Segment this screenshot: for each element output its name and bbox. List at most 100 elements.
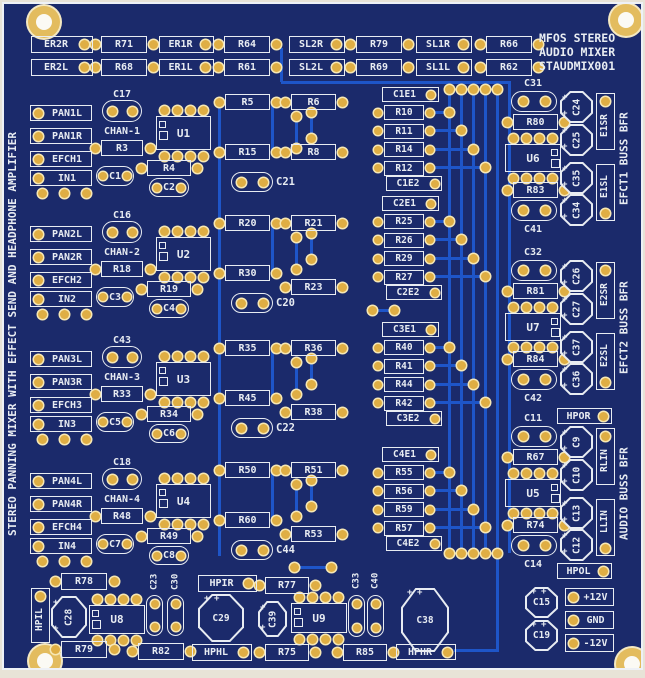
resistor-R44: R44 xyxy=(384,377,424,392)
pad xyxy=(475,63,485,72)
trace xyxy=(271,470,274,520)
ic-pad xyxy=(307,592,317,602)
capacitor-C8: C8 xyxy=(149,546,189,565)
resistor-R36: R36 xyxy=(291,340,336,356)
capacitor-C14 xyxy=(511,535,557,556)
connector-pad xyxy=(601,431,610,441)
pad xyxy=(326,562,336,572)
connector-pad xyxy=(601,377,610,387)
resistor-R18: R18 xyxy=(101,261,143,277)
pad xyxy=(568,592,578,602)
trace xyxy=(431,345,449,349)
connector-HPOL: HPOL xyxy=(557,563,612,579)
pad xyxy=(456,84,466,94)
ic-pad xyxy=(198,272,208,282)
trace xyxy=(495,89,499,650)
capacitor-C10: C10 xyxy=(571,466,582,484)
pad xyxy=(337,282,347,292)
pad xyxy=(307,475,316,485)
connector-HPIL xyxy=(31,588,50,643)
label-C33: C33 xyxy=(351,572,362,590)
ic-pad xyxy=(172,105,182,115)
pad xyxy=(307,228,316,238)
plus-mark: + xyxy=(562,333,568,343)
pad xyxy=(559,354,569,364)
pin1-mark xyxy=(158,252,168,261)
pad xyxy=(213,63,223,72)
ic-pad xyxy=(159,105,169,115)
connector-pad xyxy=(601,543,610,553)
ic-U9: U9 xyxy=(291,603,347,633)
capacitor-C1: C1 xyxy=(96,166,134,186)
trace xyxy=(310,112,313,138)
pad xyxy=(280,282,290,292)
pad xyxy=(33,541,43,551)
pad xyxy=(90,40,100,49)
capacitor-C12: C12 xyxy=(571,536,582,554)
label-C42: C42 xyxy=(523,392,543,404)
connector-C4E2: C4E2 xyxy=(386,536,442,551)
pad xyxy=(271,268,281,278)
capacitor-C3: C3 xyxy=(96,287,134,307)
capacitor-C10 xyxy=(562,461,591,489)
resistor-R40: R40 xyxy=(384,340,424,355)
capacitor-C31 xyxy=(511,91,557,112)
capacitor-C30 xyxy=(167,595,184,636)
resistor-R62: R62 xyxy=(486,59,532,76)
mounting-hole xyxy=(618,12,634,28)
pad xyxy=(214,343,224,353)
pad xyxy=(271,343,281,353)
capacitor-C22 xyxy=(231,418,273,438)
ic-pad xyxy=(508,133,518,143)
mounting-hole xyxy=(36,14,52,30)
pad xyxy=(59,309,69,319)
pad xyxy=(307,133,316,143)
capacitor-C18 xyxy=(102,468,142,490)
pad xyxy=(280,343,290,353)
mounting-hole xyxy=(624,656,640,668)
pad xyxy=(37,556,47,566)
pad xyxy=(280,218,290,228)
resistor-R27: R27 xyxy=(384,269,424,285)
plus-mark: + xyxy=(562,180,568,190)
trace xyxy=(431,507,473,511)
label-C23: C23 xyxy=(149,573,160,591)
label-C32: C32 xyxy=(523,246,543,258)
pad xyxy=(374,468,382,477)
pad xyxy=(559,520,569,530)
capacitor-C19 xyxy=(527,622,556,649)
pad xyxy=(502,185,512,195)
plus-mark: + xyxy=(562,109,568,119)
label-C20: C20 xyxy=(276,297,295,309)
capacitor-C12 xyxy=(562,531,591,559)
label-C22: C22 xyxy=(276,422,295,434)
trace xyxy=(471,89,475,553)
pad xyxy=(200,40,210,49)
label-C18: C18 xyxy=(112,456,132,468)
plus-mark: + xyxy=(541,620,547,630)
capacitor-C6: C6 xyxy=(149,424,189,443)
ic-U2: U2 xyxy=(156,237,211,271)
trace xyxy=(431,238,461,241)
capacitor-C4: C4 xyxy=(149,299,189,318)
ic-pad xyxy=(534,173,544,183)
resistor-R14: R14 xyxy=(384,142,424,157)
channel-label: CHAN-1 xyxy=(103,126,141,137)
pad xyxy=(254,581,264,590)
connector-PAN2L: PAN2L xyxy=(30,226,92,242)
pad xyxy=(403,40,413,49)
resistor-R45: R45 xyxy=(225,390,270,406)
resistor-R77: R77 xyxy=(265,577,309,594)
plus-mark: + xyxy=(562,547,568,557)
plus-mark: + xyxy=(562,142,568,152)
capacitor-C9 xyxy=(562,428,591,456)
pad xyxy=(374,362,382,370)
pad xyxy=(192,409,202,419)
resistor-R68: R68 xyxy=(101,59,147,76)
pad xyxy=(33,476,43,486)
trace xyxy=(431,382,473,386)
channel-label: CHAN-3 xyxy=(103,372,141,383)
board-title-line1: MFOS STEREO xyxy=(539,30,616,45)
pad xyxy=(310,581,320,590)
ic-pad xyxy=(547,302,557,312)
